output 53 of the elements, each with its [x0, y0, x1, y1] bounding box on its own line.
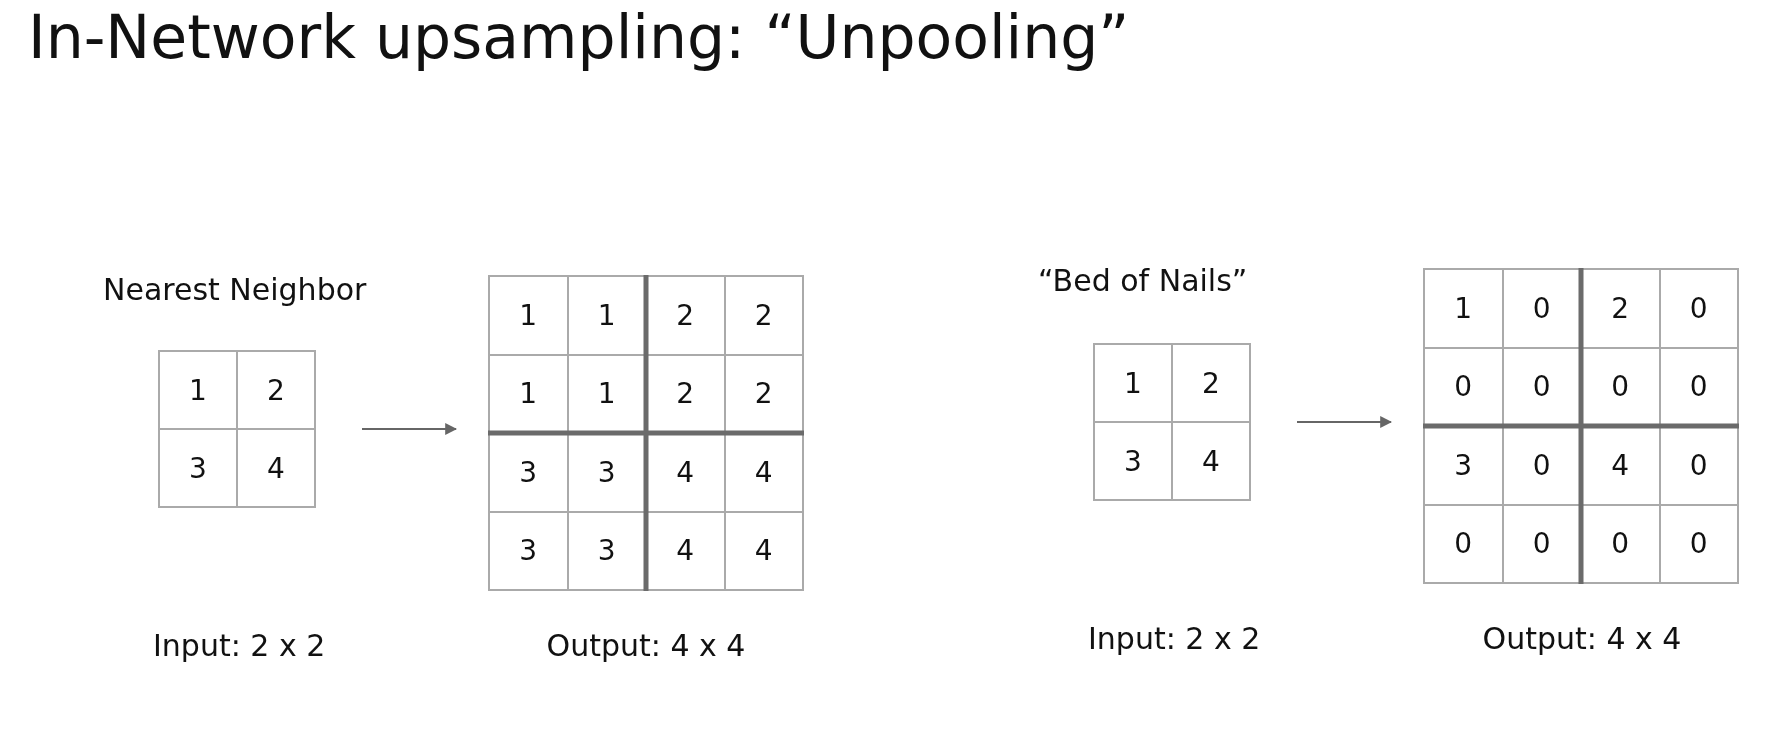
grid-cell: 2 [646, 276, 725, 355]
grid-cell: 3 [489, 511, 568, 590]
grid-cell: 0 [1659, 347, 1738, 426]
slide-title: In-Network upsampling: “Unpooling” [28, 2, 1130, 72]
arrow [1296, 416, 1393, 428]
grid-cell: 3 [489, 433, 568, 512]
grid-cell: 0 [1581, 504, 1660, 583]
grid-cell: 0 [1502, 347, 1581, 426]
grid-cell: 4 [724, 433, 803, 512]
grid-cell: 0 [1502, 269, 1581, 348]
method-label: Input: 2 x 2 [1088, 621, 1261, 656]
grid-cell: 3 [1094, 422, 1172, 500]
grid-cell: 4 [646, 433, 725, 512]
grid-cell: 0 [1424, 347, 1503, 426]
grid-cell: 3 [1424, 426, 1503, 505]
grid-cell: 0 [1659, 269, 1738, 348]
grid-cell: 2 [724, 354, 803, 433]
grid-caption: Output: 4 x 4 [1482, 621, 1682, 656]
grid-cell: 2 [1581, 269, 1660, 348]
grid-cell: 3 [567, 511, 646, 590]
number-grid [158, 350, 316, 508]
grid-cell: 1 [489, 354, 568, 433]
grid-cell: 4 [646, 511, 725, 590]
grid-cell: 1 [1094, 344, 1172, 422]
grid-cell: 1 [567, 354, 646, 433]
grid-caption: Output: 4 x 4 [546, 628, 746, 663]
grid-cell: 3 [567, 433, 646, 512]
grid-cell: 1 [489, 276, 568, 355]
grid-cell: 2 [646, 354, 725, 433]
grid-cell: 1 [567, 276, 646, 355]
method-label: Nearest Neighbor [103, 272, 367, 307]
grid-cell: 2 [724, 276, 803, 355]
number-grid [1093, 343, 1251, 501]
grid-cell: 0 [1502, 504, 1581, 583]
grid-cell: 4 [237, 429, 315, 507]
grid-cell: 0 [1659, 426, 1738, 505]
method-label: Input: 2 x 2 [153, 628, 326, 663]
number-grid [488, 275, 804, 591]
grid-cell: 0 [1502, 426, 1581, 505]
grid-cell: 4 [1581, 426, 1660, 505]
method-label: “Bed of Nails” [1038, 263, 1248, 298]
arrow [361, 423, 458, 435]
grid-cell: 4 [1172, 422, 1250, 500]
grid-cell: 0 [1581, 347, 1660, 426]
grid-cell: 3 [159, 429, 237, 507]
grid-cell: 0 [1659, 504, 1738, 583]
grid-cell: 0 [1424, 504, 1503, 583]
grid-cell: 2 [1172, 344, 1250, 422]
grid-cell: 2 [237, 351, 315, 429]
grid-cell: 1 [159, 351, 237, 429]
grid-cell: 1 [1424, 269, 1503, 348]
number-grid [1423, 268, 1739, 584]
grid-cell: 4 [724, 511, 803, 590]
